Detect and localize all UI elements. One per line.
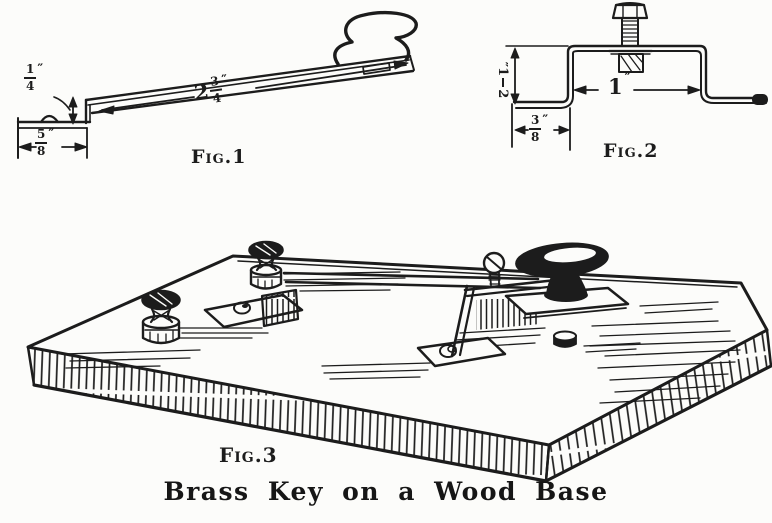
anvil-bracket	[203, 288, 304, 329]
lever-bar	[16, 54, 415, 129]
knob-assembly	[504, 242, 630, 319]
adjusting-bolt	[607, 2, 654, 73]
key-knob-outline	[333, 10, 418, 66]
contact-stud	[553, 330, 577, 348]
fig2-height-dimension: ″ 1 2	[495, 61, 511, 99]
page-caption: Brass Key on a Wood Base	[163, 477, 609, 506]
fig1-offset-dimension: 1 4 ″	[24, 62, 43, 93]
fig1-lever-drawing	[16, 10, 418, 159]
wood-base	[26, 254, 772, 483]
fig1-dimension-lines	[17, 60, 409, 159]
fig1-label: Fig.1	[191, 146, 247, 168]
fig3-label: Fig.3	[219, 443, 278, 467]
fig1-length-dimension: 2 3 4 ″	[192, 72, 227, 106]
fig2-bracket-drawing	[505, 2, 768, 151]
shading-lines	[61, 271, 741, 404]
adjusting-screw	[482, 251, 506, 286]
binding-post-back	[248, 240, 284, 290]
bracket-metal-strip	[512, 44, 768, 109]
binding-post-front	[141, 289, 181, 345]
fig2-dimension-lines	[505, 45, 701, 151]
fig2-span-dimension: 1 ″	[608, 71, 630, 99]
fig2-foot-dimension: 3 8 ″	[529, 113, 548, 144]
fig3-assembled-key-drawing	[26, 240, 772, 483]
fig2-label: Fig.2	[603, 140, 659, 162]
fig1-foot-dimension: 5 8 ″	[35, 127, 54, 158]
